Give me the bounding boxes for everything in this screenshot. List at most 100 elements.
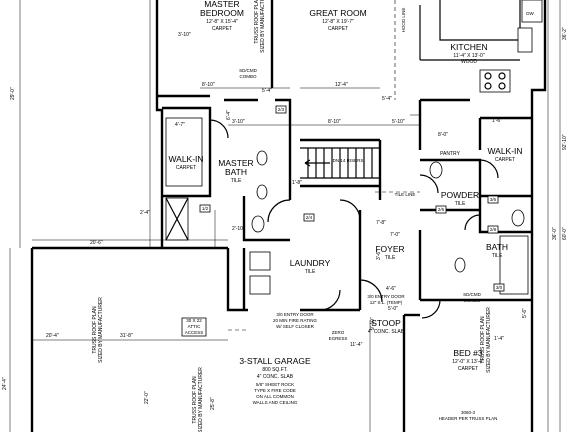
bath-toilet [511, 209, 525, 227]
powder-door [419, 174, 439, 194]
walkin-left-label: WALK-IN [168, 154, 203, 164]
dim-text-36-0: 36'-0" [552, 227, 558, 240]
bath-north-wall [478, 210, 532, 234]
door-tag-6: 3/0 [496, 285, 503, 290]
tile-line-label: TILE LINE [395, 192, 416, 197]
truss-note-1b: SIZED BY MANUFACTURER [260, 0, 266, 53]
burner-3 [484, 82, 492, 90]
entry-door-1a: 3/0 ENTRY DOOR [276, 312, 314, 317]
entry-door-swing [359, 279, 383, 303]
window-label: 3060-3 [461, 410, 476, 415]
entry-door-1b: 20 MIN FIRE RATING [273, 318, 317, 323]
door-tag-5: 2/8 [490, 227, 497, 232]
truss-note-4a: TRUSS ROOF PLAN [480, 316, 486, 364]
tag-box-3 [303, 213, 315, 222]
dim-text-5-4b: 5'-4" [382, 96, 392, 102]
walkin-right-door [479, 159, 499, 179]
kitchen-floor: WOOD [461, 59, 477, 65]
interior-walls [157, 0, 532, 317]
burner-2 [498, 72, 506, 80]
entry-door-1c: W/ SELF CLOSER [276, 324, 315, 329]
powder-walls [420, 158, 482, 210]
dim-text-1-8: 1'-8" [292, 180, 302, 186]
dim-text-3-6: 3'-6" [376, 250, 382, 260]
staircase [300, 147, 380, 179]
dim-text-31-8: 31'-8" [120, 333, 133, 339]
east-exterior-wall [530, 0, 547, 432]
door-tag-7: 3/6 [490, 197, 497, 202]
tag-box-7 [487, 195, 499, 204]
truss-note-2b: SIZED BY MANUFACTURER [98, 297, 104, 363]
exterior-walls [30, 0, 547, 432]
kitchen-label: KITCHEN [450, 42, 487, 52]
dim-text-7-8: 7'-8" [376, 220, 386, 226]
door-tag-1: 1/2 [202, 206, 209, 211]
master-bedroom-west-wall [155, 0, 164, 196]
truss-note-3a: TRUSS ROOF PLAN [192, 376, 198, 424]
dim-text-1-6: 1'-6" [492, 118, 502, 124]
bath-sink [454, 257, 466, 273]
garage-step-wall [226, 248, 248, 312]
dim-text-1-4: 1'-4" [494, 336, 504, 342]
dim-text-24-4: 24'-4" [2, 377, 8, 390]
master-bedroom-size: 12'-8" X 15'-4" [206, 19, 238, 25]
kitchen-island [419, 0, 521, 60]
garage-entry-door [319, 289, 341, 311]
great-room-floor: CARPET [328, 26, 348, 32]
dim-text-5-4: 5'-4" [262, 88, 272, 94]
pantry-label: PANTRY [440, 151, 460, 157]
tag-box-4 [435, 205, 447, 214]
foyer-floor: TILE [385, 255, 396, 261]
dim-text-2-4: 2'-4" [140, 210, 150, 216]
shower-x [165, 197, 189, 241]
zero-egress-1: ZERO [332, 330, 345, 335]
dim-text-12-4: 12'-4" [335, 82, 348, 88]
co-combo-1: SD/CMD [239, 68, 257, 73]
dim-text-29-0: 29'-0" [10, 87, 16, 100]
dw-label: DW [526, 11, 534, 16]
dim-text-92-10: 92'-10" [562, 134, 568, 150]
dim-text-9-10: 9'-10" [370, 317, 376, 330]
great-room-size: 12'-8" X 19'-7" [322, 19, 354, 25]
master-bedroom-label: MASTER [204, 0, 239, 9]
risers-label: DN 14 RISERS [333, 158, 364, 163]
bath-floor: TILE [492, 253, 503, 259]
great-room-label: GREAT ROOM [309, 8, 366, 18]
co-combo-2b: COMBO [463, 298, 481, 303]
doors [209, 119, 499, 319]
door-tag-4: 2/6 [438, 207, 445, 212]
attic-2: ATTIC [188, 324, 201, 329]
sheetrock-1: 5/8" SHEET ROCK [256, 382, 294, 387]
foyer-label: FOYER [375, 244, 404, 254]
dimension-text: 29'-0" 24'-4" 20'-6" 31'-8" 20'-4" 8'-10… [2, 27, 568, 410]
bath-door [464, 214, 481, 231]
toilet-master [251, 215, 265, 233]
thin-lines [228, 0, 521, 331]
tag-box-5 [487, 225, 499, 234]
dim-text-5-0: 5'-0" [388, 306, 398, 312]
tag-box-6 [493, 283, 505, 292]
master-sink-1 [256, 150, 268, 166]
dim-text-8-10b: 8'-10" [328, 119, 341, 125]
dim-text-20-4: 20'-4" [46, 333, 59, 339]
dim-text-2-10: 2'-10" [232, 226, 245, 232]
door-tag-2: 2/3 [278, 107, 285, 112]
dim-text-11-4: 11'-4" [350, 342, 363, 348]
burner-4 [498, 82, 506, 90]
dim-text-8-0: 8'-0" [438, 132, 448, 138]
powder-toilet [429, 161, 443, 179]
bath-tub [499, 235, 529, 295]
bath-label: BATH [486, 242, 508, 252]
master-sink-2 [256, 184, 268, 200]
notes: TRUSS ROOF PLAN SIZED BY MANUFACTURER TR… [92, 0, 534, 432]
bed3-door [421, 299, 441, 319]
truss-note-1a: TRUSS ROOF PLAN [254, 0, 260, 44]
kitchen-size: 11'-4" X 13'-0" [453, 53, 484, 59]
dryer [249, 275, 271, 295]
master-bedroom-floor: CARPET [212, 26, 232, 32]
washer [249, 251, 271, 271]
dim-text-20-6: 20'-6" [90, 240, 103, 246]
entry-door-2b: 12" S.L. (TEMP) [370, 300, 403, 305]
header-label: HEADER PER TRUSS PLAN [439, 416, 498, 421]
